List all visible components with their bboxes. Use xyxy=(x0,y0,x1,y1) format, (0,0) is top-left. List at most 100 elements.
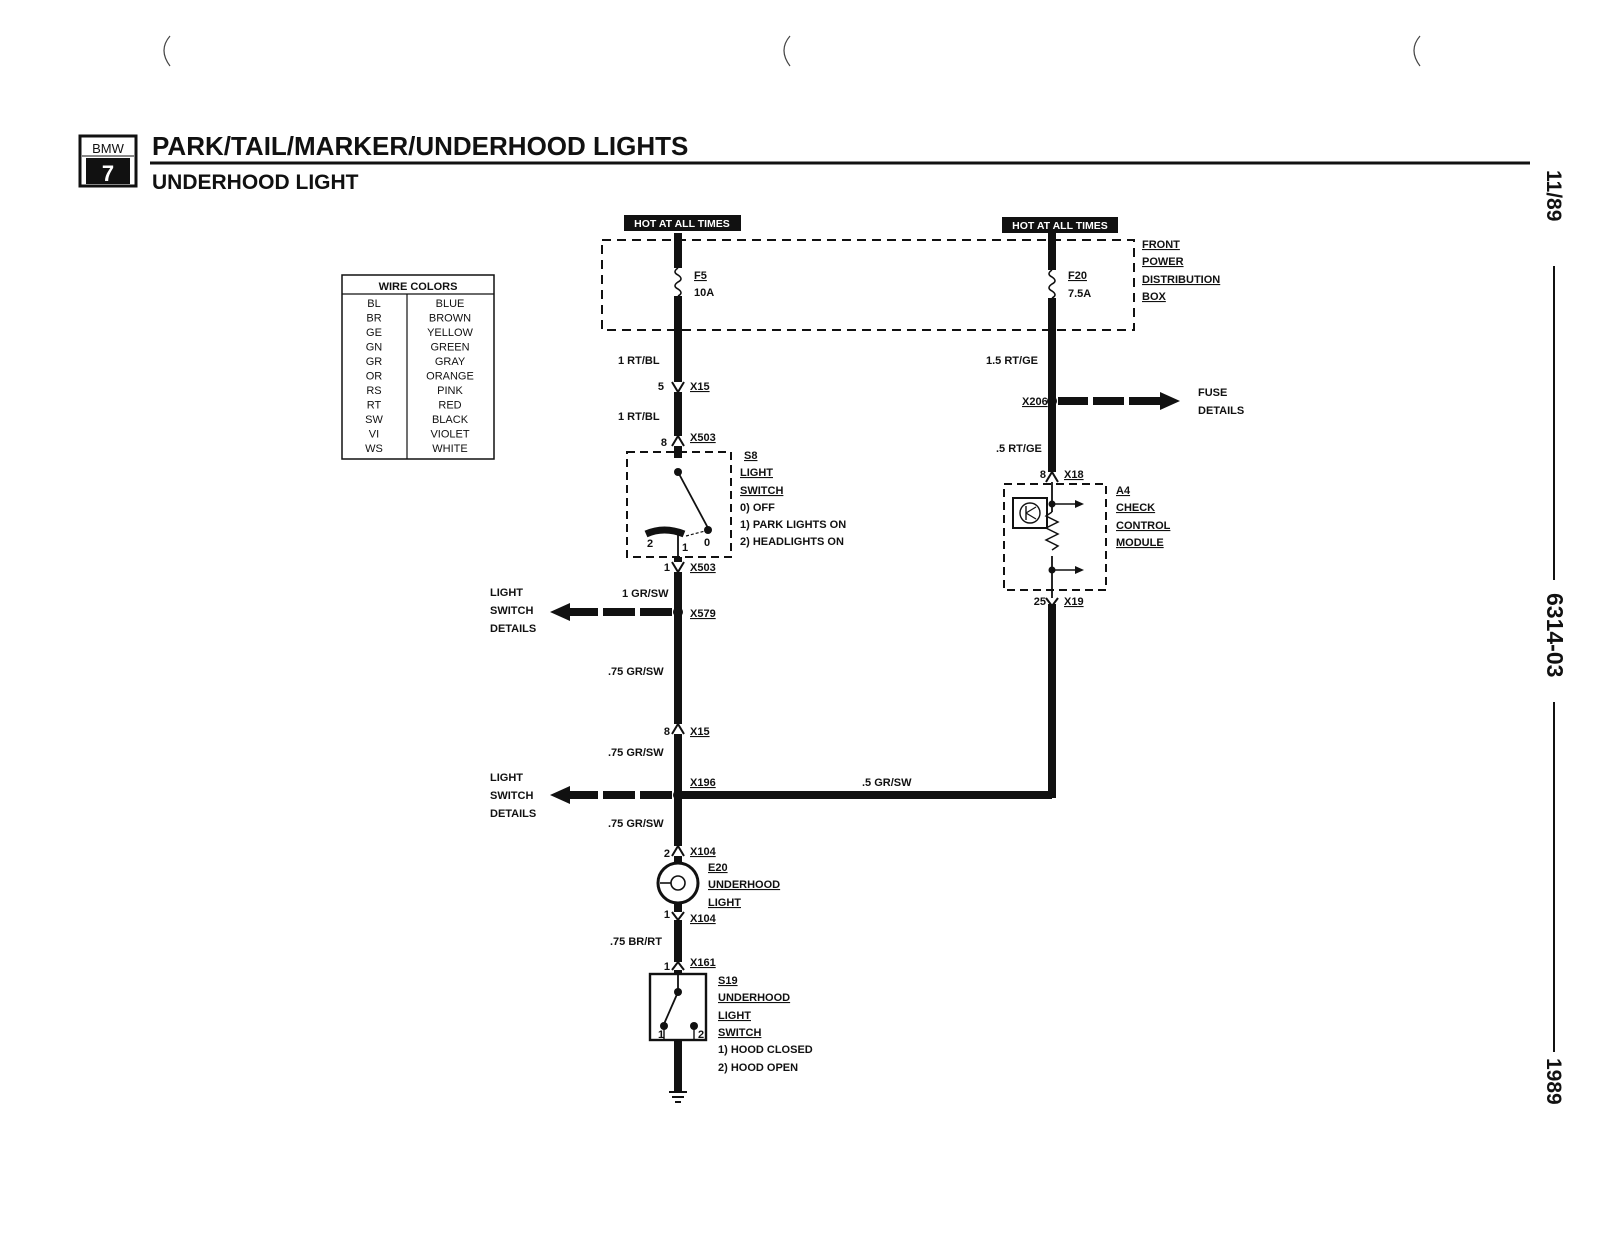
wire-color-code: WS xyxy=(365,443,383,455)
hot-badge-right-text: HOT AT ALL TIMES xyxy=(1012,220,1108,232)
wire-color-code: GR xyxy=(366,356,383,368)
wire-label-075-grsw-a: .75 GR/SW xyxy=(608,666,664,678)
underhood-light-switch-s19 xyxy=(648,972,708,1042)
connector-x104-bottom-id: X104 xyxy=(690,913,717,925)
connector-x161-id: X161 xyxy=(690,957,716,969)
hot-badge-left-text: HOT AT ALL TIMES xyxy=(634,218,730,230)
wire-label-15-rtge: 1.5 RT/GE xyxy=(986,355,1038,367)
wire-label-1-grsw: 1 GR/SW xyxy=(622,588,669,600)
e20-id: E20 xyxy=(708,862,728,874)
fuse-f20-rating: 7.5A xyxy=(1068,288,1091,300)
connector-x15-mid-pin: 8 xyxy=(664,726,670,738)
e20-name-1: UNDERHOOD xyxy=(708,879,780,891)
s8-pin-2: 2 xyxy=(647,538,653,550)
wire-color-code: OR xyxy=(366,371,383,383)
wire-color-code: RS xyxy=(366,385,381,397)
wire-label-1-rtbl-b: 1 RT/BL xyxy=(618,411,660,423)
wire-color-name: ORANGE xyxy=(426,371,474,383)
a4-id: A4 xyxy=(1116,485,1131,497)
s8-position-1: 1) PARK LIGHTS ON xyxy=(740,519,846,531)
s8-position-0: 0) OFF xyxy=(740,502,775,514)
wire-color-name: WHITE xyxy=(432,443,467,455)
wire-color-name: VIOLET xyxy=(430,429,469,441)
wire-label-05-grsw: .5 GR/SW xyxy=(862,777,912,789)
wire-label-075-grsw-c: .75 GR/SW xyxy=(608,818,664,830)
underhood-light-e20 xyxy=(656,861,700,905)
wire-color-name: BLACK xyxy=(432,414,469,426)
s19-position-2: 2) HOOD OPEN xyxy=(718,1062,798,1074)
hot-badge-left xyxy=(624,215,741,231)
bmw-logo: BMW 7 xyxy=(78,134,138,188)
wire-color-code: BR xyxy=(366,313,381,325)
a4-name-2: CONTROL xyxy=(1116,520,1171,532)
logo-bottom-text: 7 xyxy=(102,161,114,186)
connector-x161-pin: 1 xyxy=(664,961,670,973)
wire-label-1-rtbl-a: 1 RT/BL xyxy=(618,355,660,367)
s19-pin-2: 2 xyxy=(698,1029,704,1041)
wire-color-code: GE xyxy=(366,327,382,339)
page-title: PARK/TAIL/MARKER/UNDERHOOD LIGHTS xyxy=(152,131,688,161)
connector-x196-id: X196 xyxy=(690,777,716,789)
s19-name-1: UNDERHOOD xyxy=(718,992,790,1004)
s8-name-2: SWITCH xyxy=(740,485,783,497)
connector-x206-id: X206 xyxy=(1022,396,1048,408)
fuse-f5-rating: 10A xyxy=(694,287,714,299)
s8-id: S8 xyxy=(744,450,757,462)
check-control-module-a4 xyxy=(1003,482,1107,598)
s19-name-3: SWITCH xyxy=(718,1027,761,1039)
fpdb-label-1: FRONT xyxy=(1142,239,1180,251)
connector-x19-id: X19 xyxy=(1064,596,1084,608)
s19-id: S19 xyxy=(718,975,738,987)
s8-pin-0: 0 xyxy=(704,537,710,549)
light-switch-details-2-l2: SWITCH xyxy=(490,790,533,802)
wire-color-name: PINK xyxy=(437,385,463,397)
wire-color-name: BROWN xyxy=(429,313,471,325)
light-switch-details-2-l1: LIGHT xyxy=(490,772,523,784)
wire-color-name: BLUE xyxy=(436,298,465,310)
branch-x206-arrow xyxy=(1160,392,1180,410)
fuse-f20-symbol xyxy=(1048,269,1056,299)
wire-label-075-grsw-b: .75 GR/SW xyxy=(608,747,664,759)
ground-icon xyxy=(669,1091,687,1103)
s19-pin-1: 1 xyxy=(658,1029,664,1041)
connector-x15-top-symbol xyxy=(671,381,685,394)
connector-x503-top-symbol xyxy=(671,434,685,447)
connector-x18-symbol xyxy=(1045,470,1059,483)
connector-x503-bottom-pin: 1 xyxy=(664,562,670,574)
fuse-f20-id: F20 xyxy=(1068,270,1087,282)
wire-colors-title: WIRE COLORS xyxy=(379,281,458,293)
fuse-f5-id: F5 xyxy=(694,270,707,282)
wire-color-name: GREEN xyxy=(430,342,469,354)
s8-position-2: 2) HEADLIGHTS ON xyxy=(740,536,844,548)
fuse-details-l2: DETAILS xyxy=(1198,405,1244,417)
connector-x15-top-pin: 5 xyxy=(658,381,664,393)
wire-color-name: GRAY xyxy=(435,356,466,368)
connector-x161-symbol xyxy=(671,960,685,971)
a4-name-3: MODULE xyxy=(1116,537,1164,549)
connector-x19-symbol xyxy=(1045,597,1059,608)
side-doc-number: 6314-03 xyxy=(1542,593,1568,677)
connector-x15-top-id: X15 xyxy=(690,381,710,393)
connector-x503-bottom-symbol xyxy=(671,561,685,574)
fpdb-label-2: POWER xyxy=(1142,256,1184,268)
s19-position-1: 1) HOOD CLOSED xyxy=(718,1044,813,1056)
connector-x104-bottom-symbol xyxy=(671,911,685,922)
connector-x15-mid-id: X15 xyxy=(690,726,710,738)
logo-top-text: BMW xyxy=(92,141,125,156)
wire-color-code: RT xyxy=(367,400,382,412)
light-switch-details-1-l2: SWITCH xyxy=(490,605,533,617)
wire-color-name: YELLOW xyxy=(427,327,473,339)
light-switch-details-1-l1: LIGHT xyxy=(490,587,523,599)
connector-x104-top-pin: 2 xyxy=(664,848,670,860)
page-subtitle: UNDERHOOD LIGHT xyxy=(152,171,359,194)
connector-x15-mid-symbol xyxy=(671,722,685,735)
light-switch-details-1-l3: DETAILS xyxy=(490,623,536,635)
fpdb-label-4: BOX xyxy=(1142,291,1167,303)
fpdb-label-3: DISTRIBUTION xyxy=(1142,274,1220,286)
light-switch-s8 xyxy=(626,451,732,558)
s8-name-1: LIGHT xyxy=(740,467,773,479)
connector-x503-top-id: X503 xyxy=(690,432,716,444)
